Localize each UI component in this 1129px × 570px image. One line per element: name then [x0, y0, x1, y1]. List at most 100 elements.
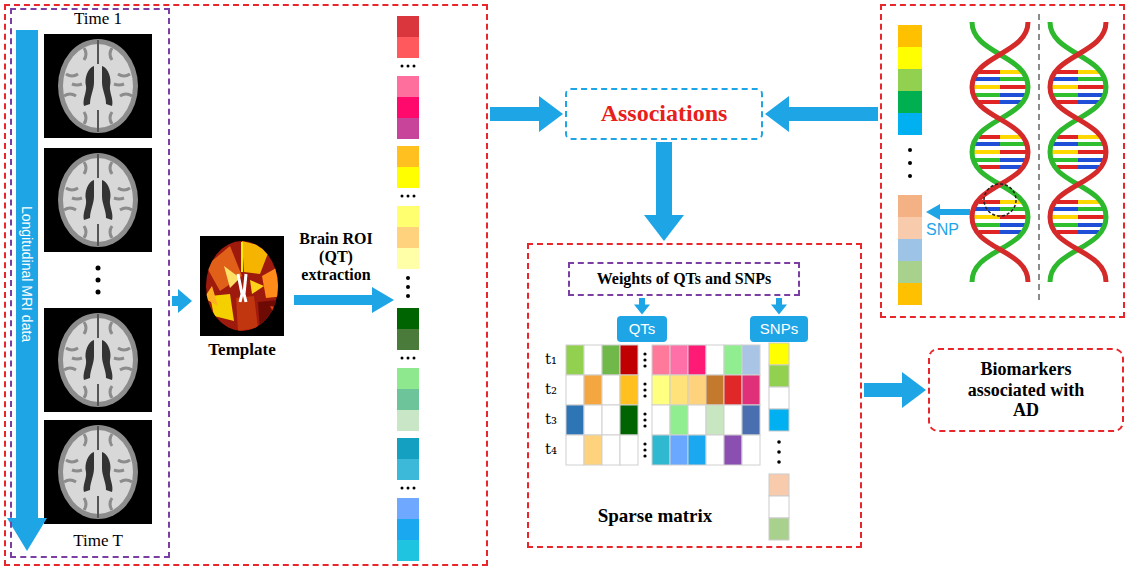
ellipsis-dots	[643, 394, 646, 397]
matrix-cell	[620, 405, 638, 435]
snp-weight-column	[769, 387, 789, 409]
qt-column	[397, 519, 419, 540]
matrix-cell	[688, 405, 706, 435]
extraction-arrow	[294, 295, 374, 305]
qt-column	[397, 206, 419, 227]
matrix-cell	[652, 345, 670, 375]
matrix-cell	[670, 435, 688, 465]
ellipsis-dots	[406, 294, 410, 298]
ellipsis-dots	[401, 65, 404, 68]
ellipsis-dots	[413, 357, 416, 360]
extraction-arrow	[294, 287, 394, 313]
arrow-shaft	[776, 298, 782, 305]
matrix-cell	[706, 375, 724, 405]
matrix-cell	[742, 375, 760, 405]
template-brain	[206, 246, 242, 291]
mri-scan	[44, 420, 152, 524]
snp-column	[898, 25, 922, 47]
dna-helix	[984, 184, 1016, 216]
matrix-cell	[706, 435, 724, 465]
arrow-head	[634, 304, 650, 314]
qt-column	[397, 540, 419, 561]
qt-column	[397, 498, 419, 519]
snp-tag: SNPs	[750, 316, 808, 341]
ellipsis-dots	[643, 382, 646, 385]
dna-helix	[972, 22, 1028, 282]
qt-column	[397, 37, 419, 58]
ellipsis-dots	[413, 65, 416, 68]
arrow-head	[771, 304, 787, 314]
ellipsis-dots	[777, 440, 781, 444]
ellipsis-dots	[643, 424, 646, 427]
matrix-cell	[584, 435, 602, 465]
snp-weight-column	[769, 343, 789, 365]
qt-column	[397, 329, 419, 350]
ellipsis-dots	[406, 285, 410, 289]
tag-label: SNPs	[760, 320, 798, 337]
snp-weight-column	[769, 474, 789, 496]
qt-column	[397, 16, 419, 37]
qt-column	[397, 459, 419, 480]
ellipsis-dots	[908, 148, 912, 152]
template-brain	[262, 266, 284, 298]
matrix-cell	[670, 345, 688, 375]
matrix-cell	[602, 435, 620, 465]
snp-column	[898, 261, 922, 283]
ellipsis-dots	[407, 357, 410, 360]
region-box: Sparse matrixWeights of QTs and SNPsQTsS…	[527, 243, 862, 548]
time-label: Time T	[48, 531, 148, 551]
arrow-shaft	[639, 298, 645, 305]
matrix-cell	[724, 405, 742, 435]
result-box: Biomarkers associated with AD	[928, 348, 1124, 432]
row-label: t₂	[545, 381, 565, 398]
matrix-cell	[706, 345, 724, 375]
qt-column	[397, 146, 419, 167]
association-box: Associations	[565, 88, 763, 140]
ellipsis-dots	[96, 290, 101, 295]
matrix-cell	[742, 435, 760, 465]
ellipsis-dots	[407, 65, 410, 68]
snp-label: SNP	[926, 221, 966, 239]
flow-arrow	[644, 142, 684, 241]
ellipsis-dots	[401, 487, 404, 490]
template-brain	[204, 286, 218, 306]
box-title: Associations	[601, 100, 728, 128]
flow-arrow	[864, 372, 926, 408]
matrix-cell	[602, 405, 620, 435]
matrix-cell	[620, 375, 638, 405]
flow-arrow	[490, 96, 563, 132]
ellipsis-dots	[908, 174, 912, 178]
ellipsis-dots	[407, 195, 410, 198]
qt-column	[397, 167, 419, 188]
dna-helix	[972, 14, 1106, 302]
region-box: Time 1Longitudinal MRI dataTime TTemplat…	[4, 4, 488, 566]
template-brain	[200, 236, 284, 336]
arrow-shaft	[787, 107, 878, 121]
ellipsis-dots	[643, 358, 646, 361]
qt-tag: QTs	[617, 316, 667, 341]
ellipsis-dots	[643, 412, 646, 415]
matrix-cell	[584, 405, 602, 435]
qt-column	[397, 410, 419, 431]
mri-scan	[44, 34, 152, 138]
ellipsis-dots	[96, 278, 101, 283]
template-brain	[242, 241, 270, 274]
snp-column	[898, 25, 922, 305]
axis-label: Longitudinal MRI data	[17, 164, 37, 384]
snp-column	[898, 217, 922, 239]
snp-column	[898, 69, 922, 91]
flow-arrow	[771, 298, 787, 314]
snp-column	[898, 47, 922, 69]
image-caption: Template	[194, 340, 290, 360]
template-brain	[270, 306, 284, 326]
matrix-cell	[602, 375, 620, 405]
ellipsis-dots	[643, 454, 646, 457]
matrix-cell	[652, 375, 670, 405]
ellipsis-dots	[406, 276, 410, 280]
qt-column	[397, 118, 419, 139]
matrix-cell	[670, 375, 688, 405]
ellipsis-dots	[908, 161, 912, 165]
time-arrow	[7, 30, 47, 551]
snp-weight-column	[769, 343, 789, 540]
matrix-cell	[566, 435, 584, 465]
